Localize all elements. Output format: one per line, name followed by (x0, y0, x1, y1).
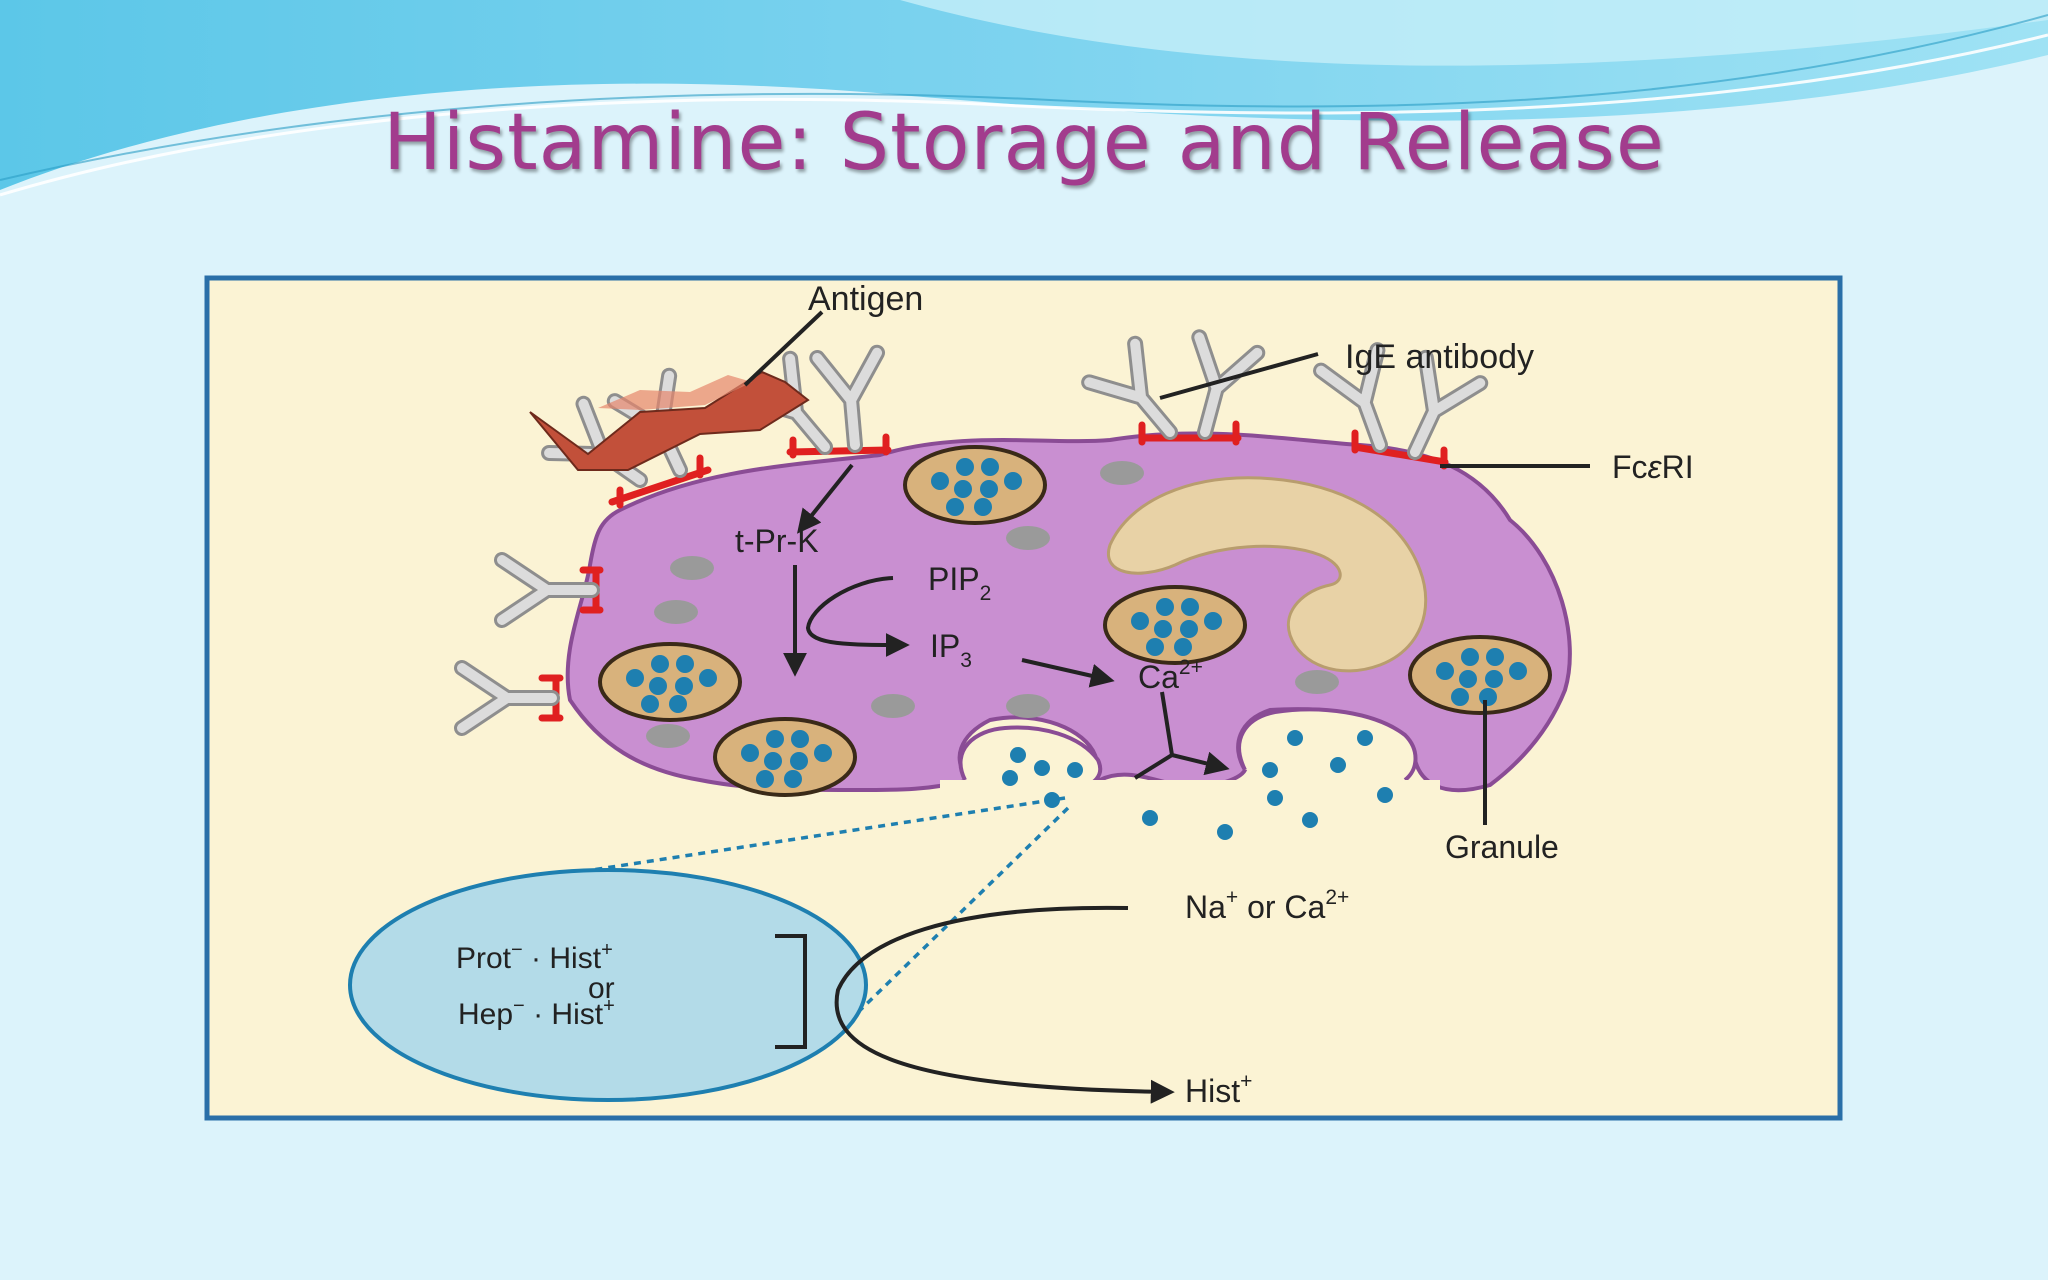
label-or: or (588, 972, 615, 1005)
label-pip2: PIP2 (928, 561, 991, 605)
complex-bracket (775, 934, 807, 1049)
antigen-leader (743, 310, 824, 387)
granule (1103, 585, 1247, 665)
label-granule: Granule (1445, 829, 1559, 865)
fc-epsilon-receptors (538, 420, 1449, 722)
zoom-line (591, 796, 1066, 872)
degranulation-pocket (958, 725, 1103, 792)
header-wave-highlight (900, 0, 2048, 66)
granule (713, 717, 857, 797)
label-ip3: IP3 (930, 628, 972, 672)
granule-zoom-circle (348, 868, 868, 1102)
zoom-line (848, 806, 1070, 1022)
label-t-pr-k: t-Pr-K (735, 523, 819, 559)
label-antigen: Antigen (808, 280, 923, 318)
slide-title: Histamine: Storage and Release (383, 98, 1665, 188)
granule (598, 642, 742, 722)
ion-exchange-arrow (834, 905, 1175, 1104)
header-wave-line (0, 33, 2048, 197)
ip-to-ca-arrow (1021, 658, 1115, 688)
ige-antibody-leader (1159, 352, 1319, 400)
nucleus (1106, 476, 1428, 673)
label-ca2plus: Ca2+ (1138, 656, 1203, 695)
label-prot-hist: Prot− · Hist+ (456, 939, 613, 975)
label-na-or-ca: Na+ or Ca2+ (1185, 886, 1349, 925)
pip-to-ip-arrow (805, 576, 910, 657)
vesicles (646, 461, 1339, 748)
released-histamine (1002, 730, 1393, 840)
label-hist-released: Hist+ (1185, 1070, 1252, 1109)
granule (903, 445, 1047, 525)
degranulation-pocket (1237, 707, 1418, 782)
antigen (529, 370, 810, 471)
label-fc-epsilon-ri: FcεRI (1612, 449, 1694, 485)
granule (1408, 635, 1552, 715)
label-ige-antibody: IgE antibody (1345, 338, 1534, 376)
label-hep-hist: Hep− · Hist+ (458, 995, 615, 1031)
header-wave-line (0, 14, 2048, 181)
ca-to-release-arrow (1133, 691, 1225, 778)
activation-arrow (797, 463, 854, 534)
